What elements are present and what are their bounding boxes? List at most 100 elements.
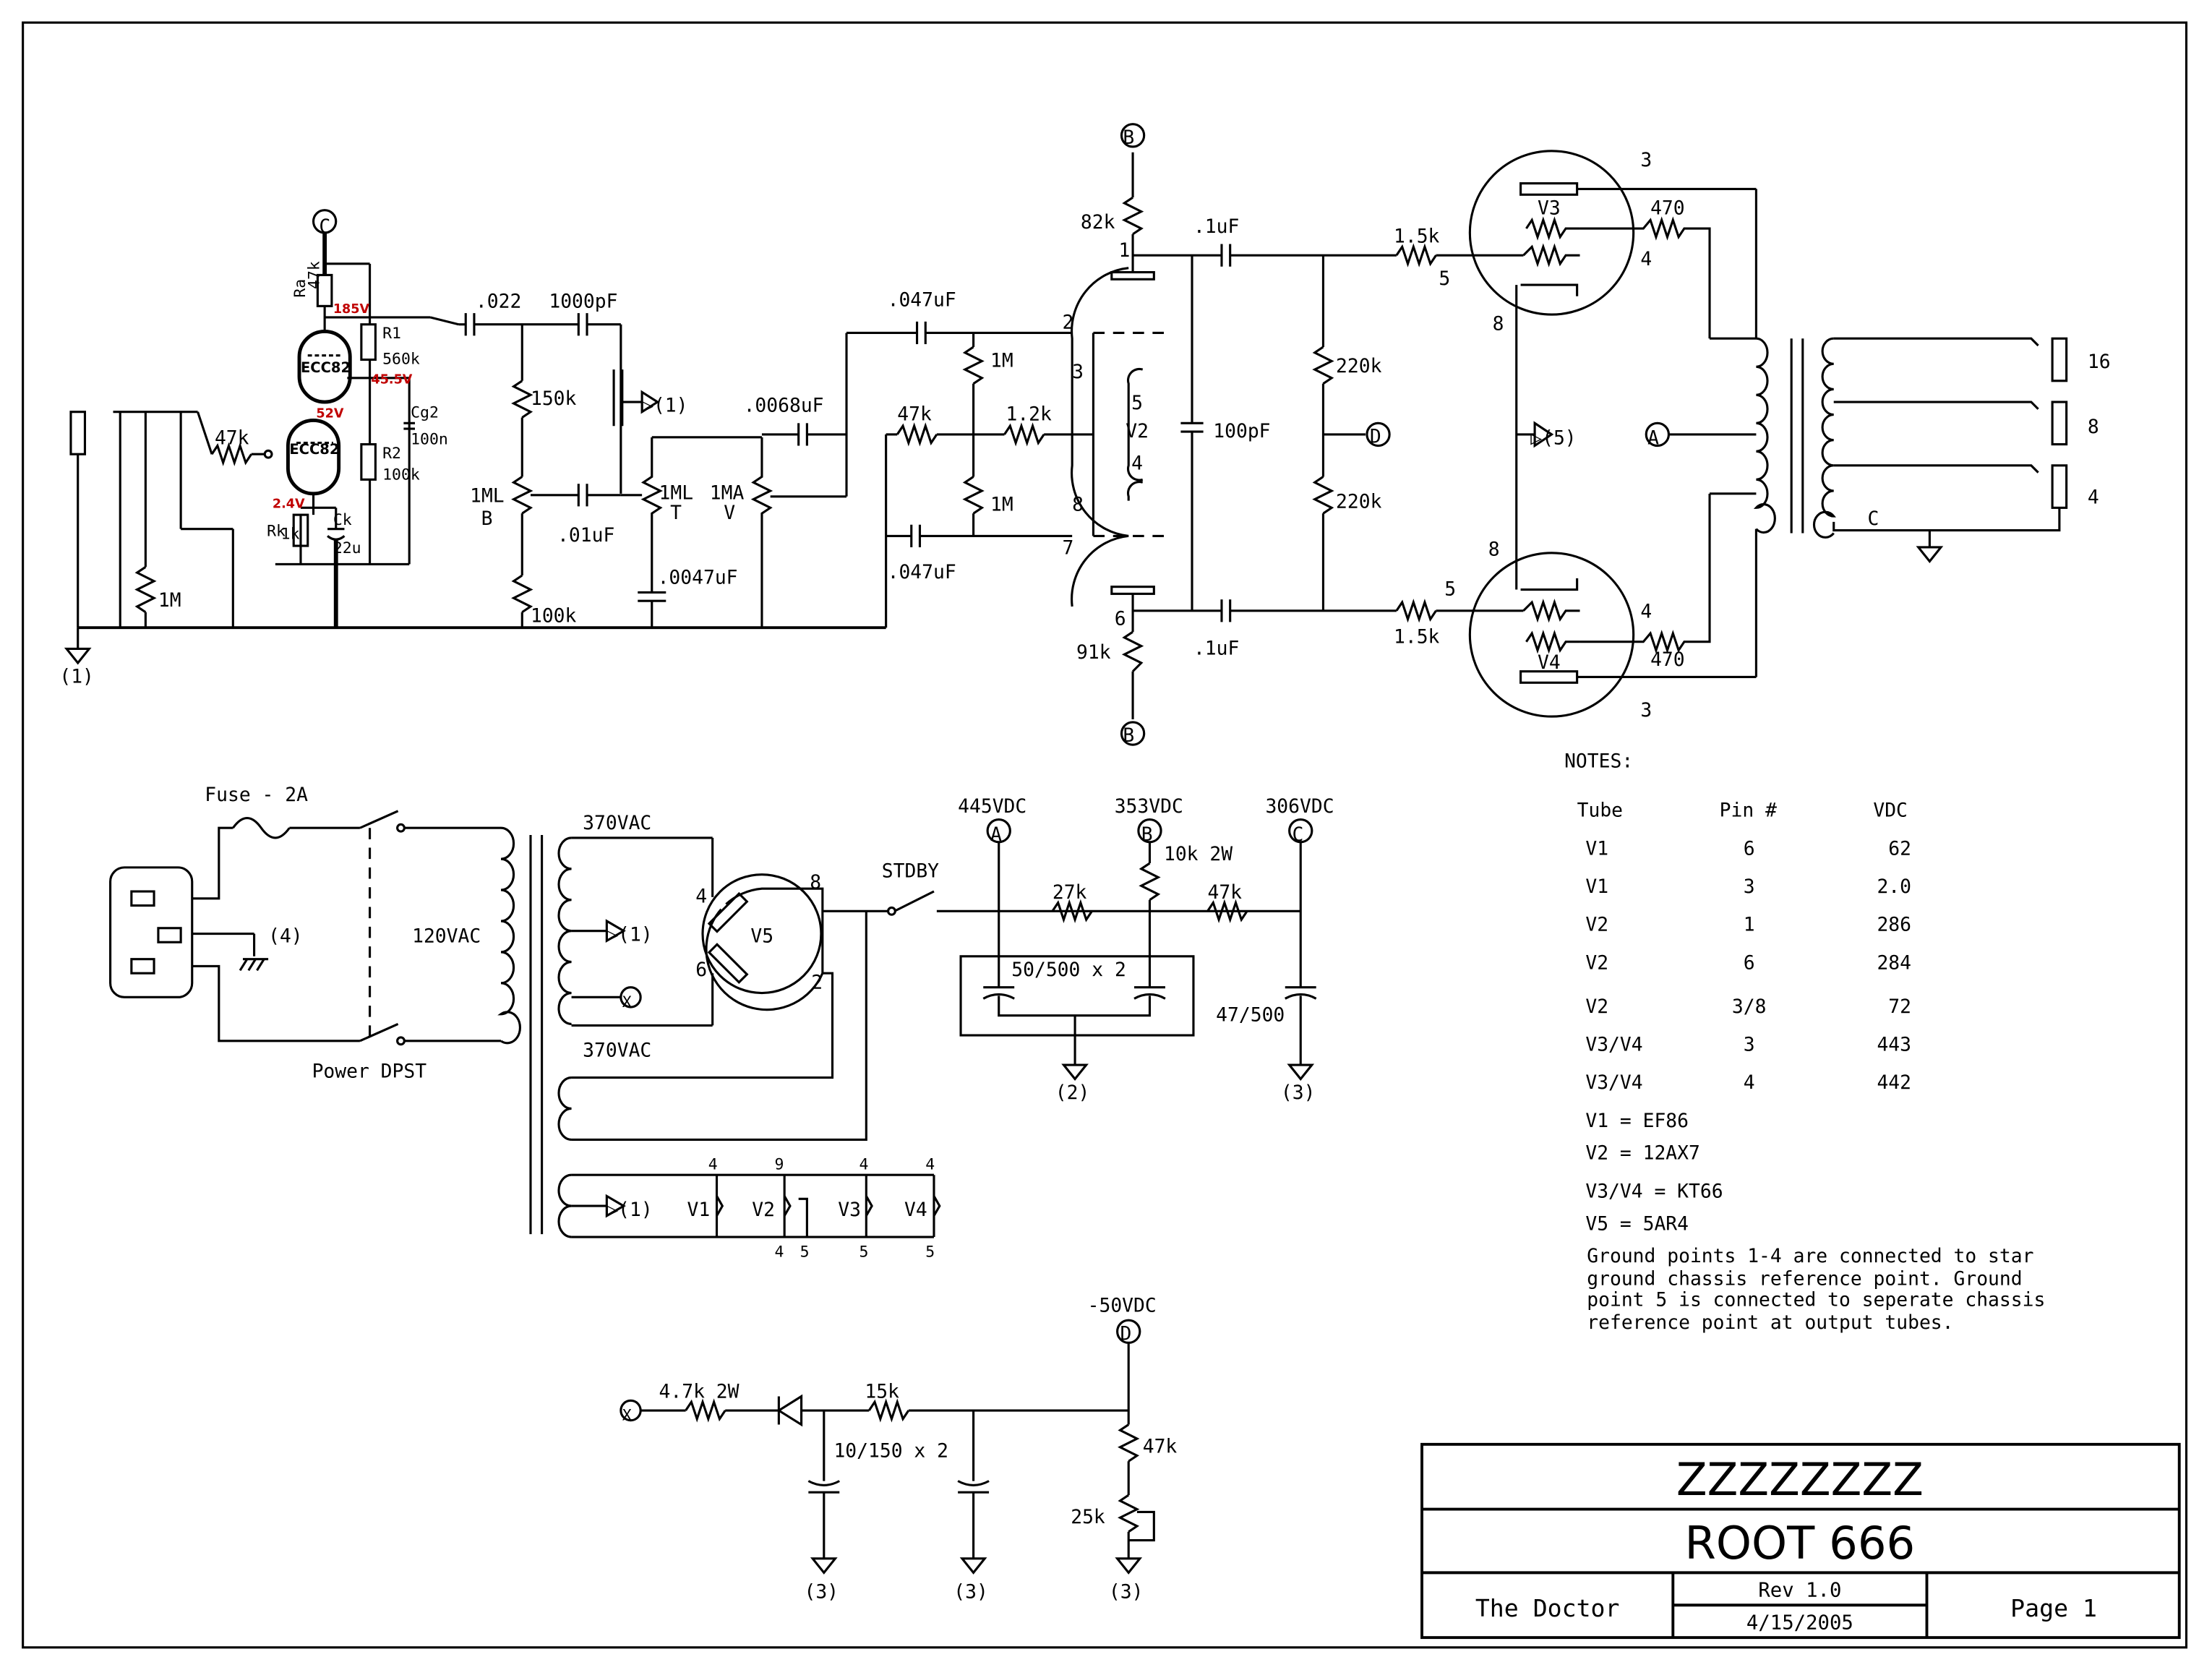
preamp-labels: C Ra 47k 185V ECC82 ECC82 R1 560k 45.5V … — [59, 216, 447, 688]
notes-header-pin: Pin # — [1720, 800, 1777, 822]
heater-v4: V4 — [904, 1199, 927, 1221]
notes-ground-line: ground chassis reference point. Ground — [1587, 1268, 2022, 1290]
tonestack-labels: .022 1000pF ▷(1) 150k 1ML B .01uF 100k 1… — [470, 291, 823, 627]
v2-pin3: 3 — [1072, 361, 1084, 383]
phase-inverter-section — [846, 123, 1397, 746]
v4-pin5: 5 — [1444, 578, 1456, 600]
heater-pin-bottom-2: 5 — [800, 1243, 810, 1261]
r47k-bias-label: 47k — [1143, 1436, 1178, 1458]
r1-5k-bottom-label: 1.5k — [1394, 627, 1440, 648]
ra-value: 47k — [305, 261, 323, 289]
node-b-ps: B — [1141, 824, 1153, 846]
treble-pot-label: 1ML — [659, 483, 694, 505]
c047-top-label: .047uF — [888, 289, 956, 311]
v5-pin6: 6 — [695, 959, 707, 981]
ground-1-label: (1) — [59, 666, 94, 688]
v3-pin8: 8 — [1493, 314, 1504, 335]
notes-row-pin: 3/8 — [1732, 996, 1767, 1018]
cap-block-label: 50/500 x 2 — [1011, 959, 1126, 981]
c01-label: .01uF — [557, 525, 614, 547]
v2-pin8: 8 — [1072, 494, 1084, 515]
r1-5k-top-label: 1.5k — [1394, 226, 1440, 248]
pot-25k-label: 25k — [1071, 1507, 1105, 1528]
r27k-label: 27k — [1053, 882, 1087, 904]
fuse-label: Fuse - 2A — [205, 784, 308, 806]
title-block — [1420, 1442, 2181, 1640]
r150k-label: 150k — [531, 388, 577, 410]
ground-4-label: (4) — [268, 925, 303, 947]
primary-120vac-label: 120VAC — [412, 925, 481, 947]
v3-label: V3 — [1538, 198, 1561, 220]
r2-label: R2 — [382, 445, 401, 463]
c1000pf-label: 1000pF — [549, 291, 617, 312]
bass-pot-label: 1ML — [470, 486, 505, 508]
notes-row-vdc: 284 — [1877, 952, 1911, 974]
title-block-rev: Rev 1.0 — [1758, 1580, 1841, 1602]
cg2-value: 100n — [411, 431, 448, 449]
treble-pot-letter: T — [670, 502, 682, 524]
r100k-label: 100k — [531, 605, 577, 627]
voltage-353-label: 353VDC — [1115, 796, 1183, 818]
preamp-section — [64, 209, 886, 665]
ck-value: 22u — [333, 539, 361, 557]
r1m-bottom-label: 1M — [990, 494, 1013, 515]
ground-3-bias-b: (3) — [953, 1581, 988, 1603]
power-amp-section — [1395, 150, 2068, 718]
r4-7k-2w-label: 4.7k 2W — [659, 1381, 740, 1403]
ck-label: Ck — [333, 511, 352, 529]
node-a-label: A — [1647, 428, 1659, 450]
heater-pin-top-4: 4 — [925, 1155, 935, 1173]
r1-2k-label: 1.2k — [1006, 403, 1052, 425]
title-block-text: ZZZZZZZZ ROOT 666 The Doctor Rev 1.0 4/1… — [1475, 1453, 2097, 1634]
ground-3-bias-c: (3) — [1109, 1581, 1144, 1603]
node-b-bottom: B — [1123, 725, 1134, 747]
heater-v2: V2 — [752, 1199, 775, 1221]
node-c-ps: C — [1293, 824, 1304, 846]
notes-tube-type: V3/V4 = KT66 — [1585, 1181, 1723, 1202]
notes-row-tube: V1 — [1585, 838, 1608, 860]
notes-row-tube: V3/V4 — [1585, 1035, 1642, 1056]
heater-pin-bottom-3: 5 — [859, 1243, 869, 1261]
notes-tube-type: V5 = 5AR4 — [1585, 1213, 1689, 1235]
title-block-page: Page 1 — [2010, 1594, 2097, 1622]
notes-row-tube: V2 — [1585, 915, 1608, 936]
ground-2-label: (2) — [1055, 1082, 1090, 1104]
v2-tube-label: V2 — [1126, 421, 1149, 442]
power-supply-labels: Fuse - 2A Power DPST (4) 120VAC 370VAC 3… — [205, 784, 1334, 1104]
v4-label: V4 — [1538, 652, 1561, 674]
r1-label: R1 — [382, 325, 401, 343]
output-8-label: 8 — [2088, 416, 2099, 438]
notes-row-pin: 1 — [1744, 915, 1755, 936]
heater-v3: V3 — [838, 1199, 861, 1221]
volume-pot-letter: V — [724, 502, 735, 524]
notes-row-pin: 6 — [1744, 838, 1755, 860]
v5-pin2: 2 — [811, 972, 823, 994]
r15k-label: 15k — [865, 1381, 899, 1403]
heater-pin-top-2: 9 — [775, 1155, 784, 1173]
heater-pin-top-3: 4 — [859, 1155, 869, 1173]
tonestack-section — [458, 313, 848, 628]
notes-title: NOTES: — [1564, 750, 1633, 772]
voltage-445-label: 445VDC — [958, 796, 1026, 818]
ground-1-heater: ▷(1) — [606, 1199, 652, 1221]
heater-pin-top-1: 4 — [708, 1155, 718, 1173]
notes-ground-line: point 5 is connected to seperate chassis — [1587, 1290, 2045, 1311]
rk-value: 1k — [281, 525, 300, 543]
notes-tube-type: V2 = 12AX7 — [1585, 1143, 1700, 1165]
cg2-label: Cg2 — [411, 404, 439, 422]
r1-value: 560k — [382, 350, 420, 368]
v2-pin4: 4 — [1131, 453, 1143, 475]
notes-row-pin: 4 — [1744, 1072, 1755, 1094]
ground-3-bias-a: (3) — [804, 1581, 839, 1603]
v3-pin3: 3 — [1640, 150, 1652, 171]
notes-row-tube: V3/V4 — [1585, 1072, 1642, 1094]
ground-3-ps: (3) — [1281, 1082, 1316, 1104]
node-d-bias: D — [1120, 1323, 1132, 1345]
notes-row-vdc: 442 — [1877, 1072, 1911, 1094]
title-block-date: 4/15/2005 — [1746, 1611, 1853, 1634]
c047-bottom-label: .047uF — [888, 562, 956, 583]
c022-label: .022 — [476, 291, 521, 312]
bias-voltage-label: -50VDC — [1088, 1295, 1157, 1316]
cap-47-500-label: 47/500 — [1216, 1005, 1285, 1027]
